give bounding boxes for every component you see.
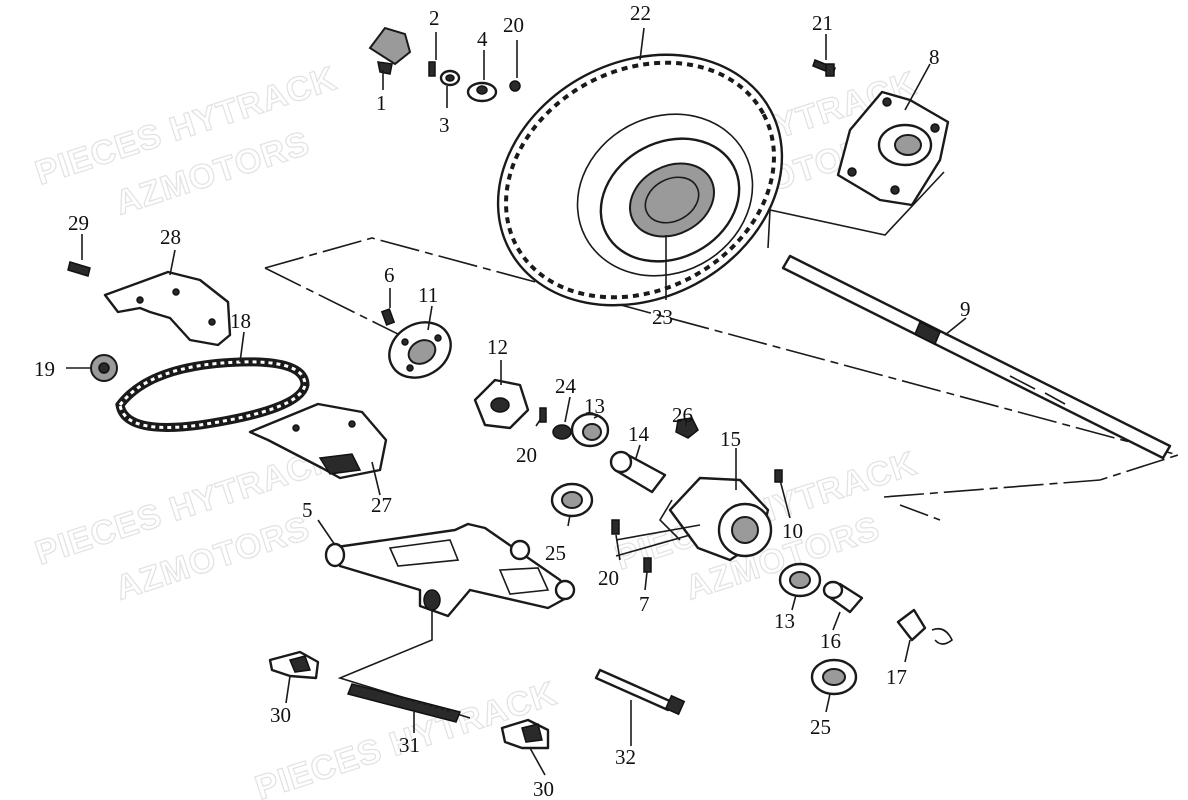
part-7-bolt [643,557,652,573]
part-14-spacer [609,450,667,494]
part-9-axle [781,254,1172,460]
callout-27: 27 [371,493,392,517]
callout-2: 2 [429,6,440,30]
part-5-swing-arm [324,522,576,618]
callout-10: 10 [782,519,803,543]
callout-20-mid: 20 [516,443,537,467]
callout-29: 29 [68,211,89,235]
part-1-cap [368,26,412,75]
part-20-bolt-low [611,519,620,535]
leader-hub-to-tire [767,171,945,249]
callout-7: 7 [639,592,650,616]
callout-20-low: 20 [598,566,619,590]
callout-28: 28 [160,225,181,249]
callout-20-top: 20 [503,13,524,37]
part-21-bolt [812,59,836,77]
callout-21: 21 [812,11,833,35]
part-28-chain-guard [103,270,232,347]
callout-25-upper: 25 [545,541,566,565]
callout-13-lower: 13 [774,609,795,633]
callout-23: 23 [652,305,673,329]
callout-19: 19 [34,357,55,381]
callout-24: 24 [555,374,577,398]
callout-6: 6 [384,263,395,287]
part-2-pin [428,61,436,77]
part-24-seal [552,424,572,440]
part-23-rim [599,137,741,263]
part-13-bearing-lower [778,562,822,598]
part-16-bushing [822,580,864,614]
part-10-bolt [774,469,783,483]
part-25-bearing-lower [810,658,858,696]
callout-15: 15 [720,427,741,451]
part-18-chain [115,357,310,432]
callout-4: 4 [477,27,488,51]
callout-22: 22 [630,1,651,25]
part-26-nut [675,417,699,439]
callout-14: 14 [628,422,650,446]
leader-bolts-to-housing [615,524,701,557]
part-19-nut [90,354,118,382]
part-20-bolt-mid [539,407,547,423]
callout-18: 18 [230,309,251,333]
part-12-caliper [473,378,530,430]
callout-16: 16 [820,629,841,653]
callout-25-lower: 25 [810,715,831,739]
callout-13-upper: 13 [584,394,605,418]
callout-32: 32 [615,745,636,769]
part-17-clip [896,608,953,645]
part-3-nut [439,69,461,87]
part-29-bolt [67,261,91,277]
callout-3: 3 [439,113,450,137]
part-25-bearing-upper [550,482,594,518]
callout-31: 31 [399,733,420,757]
part-15-axle-housing [658,476,773,562]
callout-labels: 1 2 3 4 20 22 21 8 29 28 6 11 23 9 18 19… [34,1,971,800]
callout-12: 12 [487,335,508,359]
callout-9: 9 [960,297,971,321]
part-13-bearing-upper [570,412,610,448]
part-8-hub [836,90,950,207]
callout-26: 26 [672,403,693,427]
callout-8: 8 [929,45,940,69]
part-32-long-bolt [594,668,686,716]
part-11-sprocket-hub [388,321,452,379]
callout-17: 17 [886,665,907,689]
part-31-pivot-shaft [346,683,462,723]
callout-30-left: 30 [270,703,291,727]
part-30-bushing-right [500,718,550,750]
callout-11: 11 [418,283,438,307]
part-20-bolt-top [509,80,521,92]
part-30-bushing-left [268,650,320,680]
assembly-frame [264,237,1181,521]
callout-leaders [66,27,967,776]
part-27-lower-guard [248,402,388,480]
callout-30-right: 30 [533,777,554,800]
callout-5: 5 [302,498,313,522]
part-6-bolt [380,308,396,326]
callout-1: 1 [376,91,387,115]
part-4-washer [466,81,498,103]
